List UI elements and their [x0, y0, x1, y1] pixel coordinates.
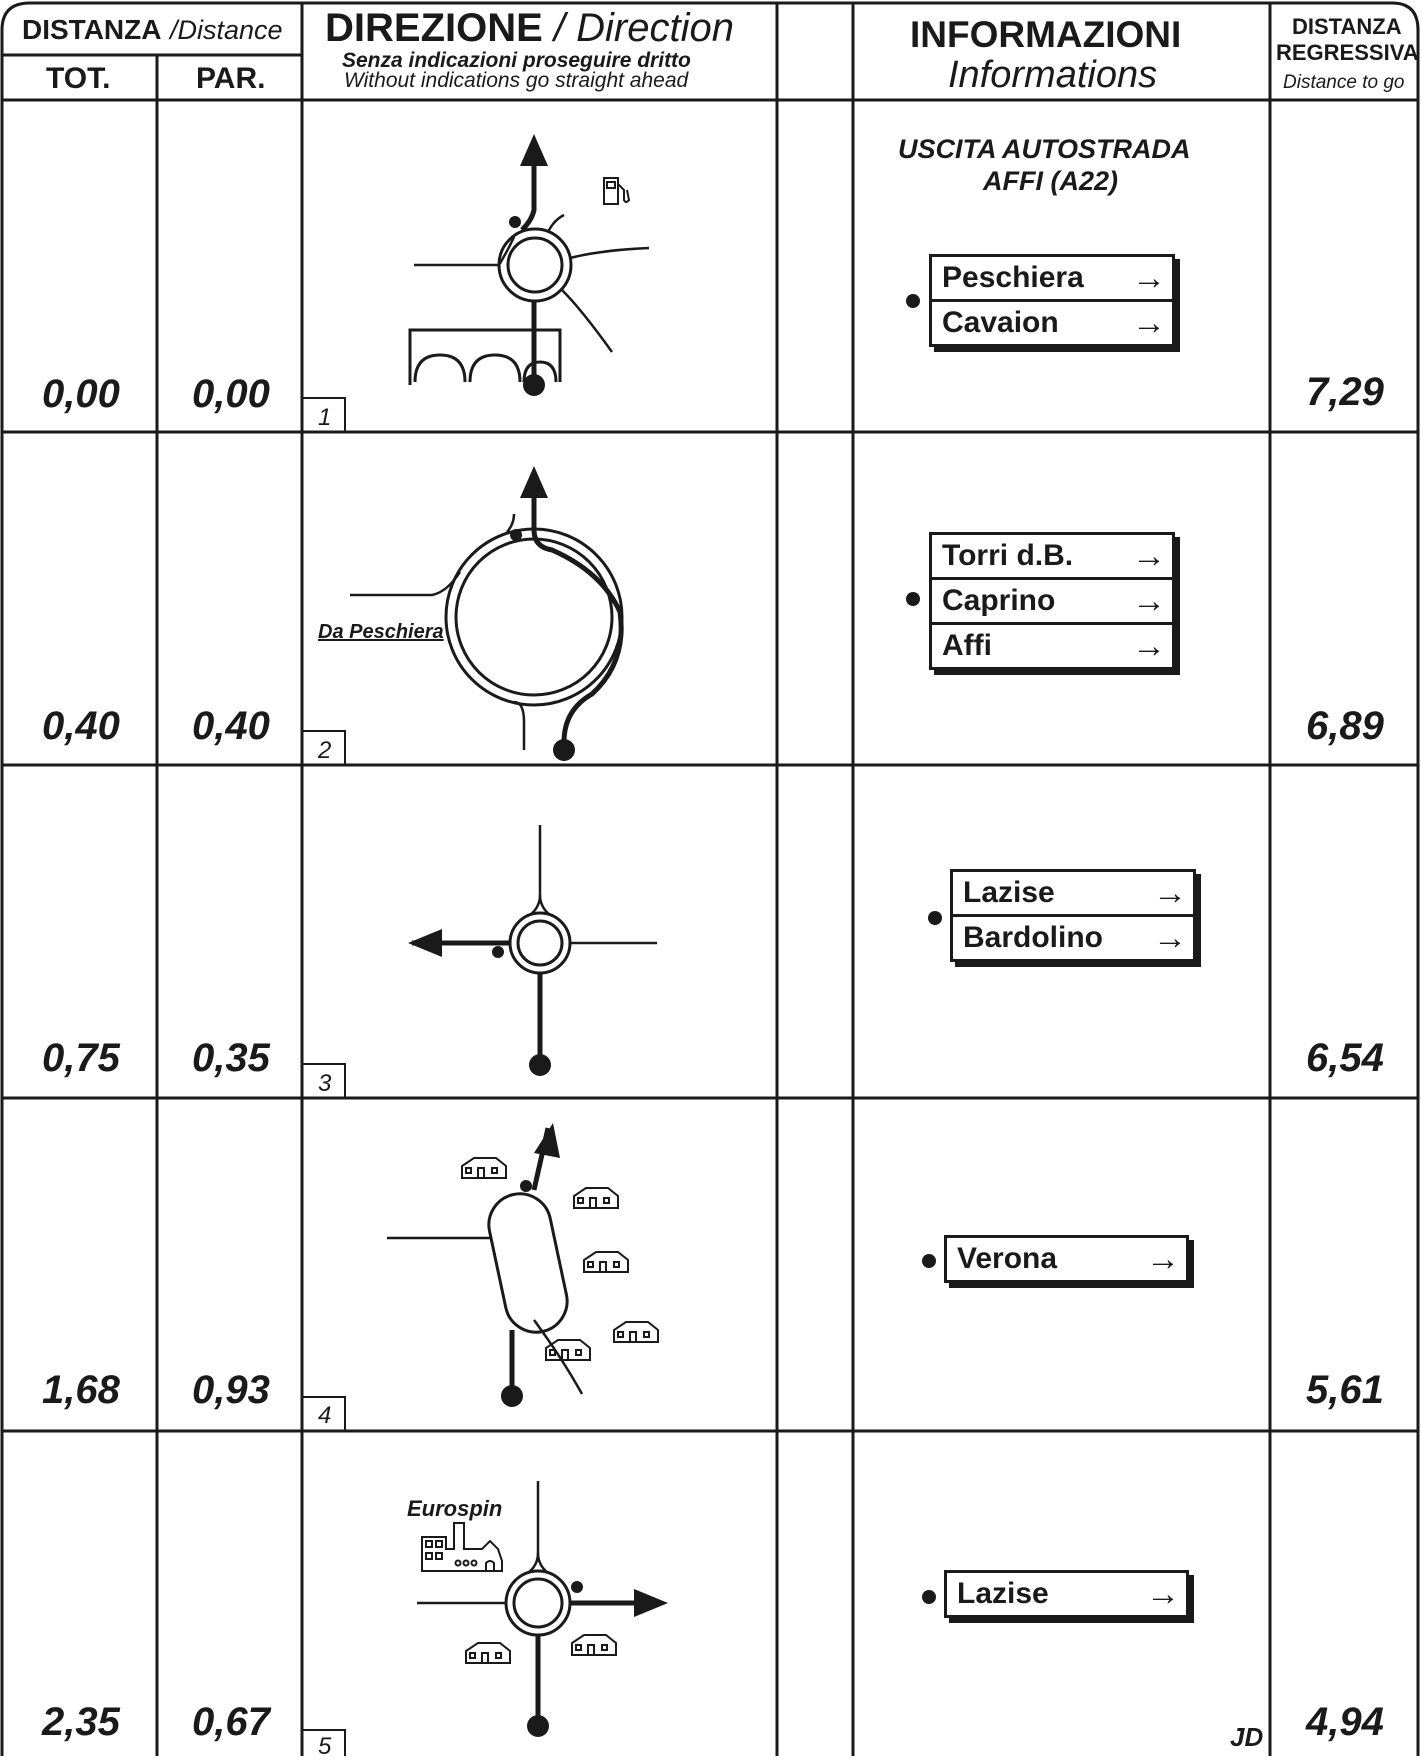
arrow-right-icon: → — [1132, 304, 1166, 342]
row1-sign-peschiera: Peschiera→ — [932, 257, 1172, 302]
row4-sign: Verona→ — [944, 1235, 1189, 1283]
fuel-pump-icon — [603, 177, 631, 205]
header-distance-to-go: Distance to go — [1283, 72, 1405, 93]
arrow-right-icon: → — [1132, 537, 1166, 575]
house-icon — [571, 1634, 617, 1656]
row5-regr: 4,94 — [1306, 1700, 1384, 1744]
header-informations: Informations — [948, 54, 1158, 96]
row5-step: 5 — [318, 1733, 332, 1760]
row5-sign: Lazise→ — [944, 1570, 1189, 1618]
house-icon — [583, 1251, 629, 1273]
header-tot: TOT. — [46, 62, 111, 95]
arrow-right-icon: → — [1132, 259, 1166, 297]
arrow-right-icon: → — [1146, 1240, 1180, 1278]
arrow-right-icon: → — [1132, 627, 1166, 665]
row2-sign-torri: Torri d.B.→ — [932, 535, 1172, 580]
header-direction-title: DIREZIONE / Direction — [325, 6, 734, 51]
house-icon — [545, 1339, 591, 1361]
row4-regr: 5,61 — [1306, 1368, 1384, 1412]
header-informazioni: INFORMAZIONI — [910, 14, 1182, 55]
row2-tot: 0,40 — [42, 704, 120, 748]
row3-regr: 6,54 — [1306, 1036, 1384, 1080]
arrow-right-icon: → — [1146, 1575, 1180, 1613]
row4-sign-verona: Verona→ — [957, 1240, 1180, 1278]
header-distanza: DISTANZA — [22, 14, 162, 45]
row2-label-da-peschiera: Da Peschiera — [318, 621, 444, 643]
row2-roundabout-diagram — [350, 466, 624, 761]
row3-sign: Lazise→ Bardolino→ — [950, 869, 1196, 962]
row2-sign-affi: Affi→ — [942, 627, 1166, 665]
header-senza: Senza indicazioni proseguire dritto — [342, 49, 691, 72]
row5-sign-dot — [922, 1590, 936, 1604]
row3-tot: 0,75 — [42, 1036, 120, 1080]
row1-tot: 0,00 — [42, 372, 120, 416]
row1-regr: 7,29 — [1306, 370, 1384, 414]
row1-sign: Peschiera→ Cavaion→ — [929, 254, 1175, 347]
header-without: Without indications go straight ahead — [344, 69, 689, 92]
header-direction: / Direction — [542, 6, 734, 50]
row4-sign-dot — [922, 1254, 936, 1268]
arrow-right-icon: → — [1132, 582, 1166, 620]
row5-sign-lazise: Lazise→ — [957, 1575, 1180, 1613]
house-icon — [573, 1187, 619, 1209]
header-distanza-regr: DISTANZA — [1292, 14, 1402, 39]
row2-step: 2 — [318, 737, 332, 764]
row2-sign: Torri d.B.→ Caprino→ Affi→ — [929, 532, 1175, 670]
row5-tot: 2,35 — [42, 1700, 120, 1744]
row3-roundabout-diagram — [408, 825, 657, 1076]
row3-step: 3 — [318, 1070, 332, 1097]
row1-info-line2: AFFI (A22) — [983, 166, 1118, 196]
row4-roundabout-diagram — [387, 1123, 659, 1407]
row3-sign-bardolino: Bardolino→ — [963, 919, 1187, 957]
row1-sign-dot — [906, 294, 920, 308]
header-regressiva: REGRESSIVA — [1276, 40, 1419, 65]
row3-sign-lazise: Lazise→ — [953, 872, 1193, 917]
arrow-right-icon: → — [1153, 919, 1187, 957]
row2-regr: 6,89 — [1306, 704, 1384, 748]
row3-par: 0,35 — [192, 1036, 270, 1080]
row1-par: 0,00 — [192, 372, 270, 416]
house-icon — [613, 1321, 659, 1343]
header-par: PAR. — [196, 62, 266, 95]
house-icon — [465, 1642, 511, 1664]
row2-sign-dot — [906, 592, 920, 606]
row3-sign-dot — [928, 911, 942, 925]
house-icon — [461, 1157, 507, 1179]
row4-tot: 1,68 — [42, 1368, 120, 1412]
row5-roundabout-diagram — [417, 1481, 668, 1737]
arrow-right-icon: → — [1153, 874, 1187, 912]
factory-icon — [421, 1522, 503, 1572]
header-distance: /Distance — [170, 15, 283, 45]
row1-roundabout-diagram — [408, 134, 650, 396]
row1-sign-cavaion: Cavaion→ — [942, 304, 1166, 342]
row1-step: 1 — [318, 404, 332, 431]
footer-initials: JD — [1230, 1722, 1264, 1752]
row4-par: 0,93 — [192, 1368, 270, 1412]
row1-info-line1: USCITA AUTOSTRADA — [898, 134, 1191, 164]
row5-par: 0,67 — [192, 1700, 270, 1744]
row5-label-eurospin: Eurospin — [407, 1496, 503, 1521]
row2-sign-caprino: Caprino→ — [932, 580, 1172, 625]
header-direzione: DIREZIONE — [325, 6, 543, 50]
row2-par: 0,40 — [192, 704, 270, 748]
row4-step: 4 — [318, 1402, 332, 1429]
